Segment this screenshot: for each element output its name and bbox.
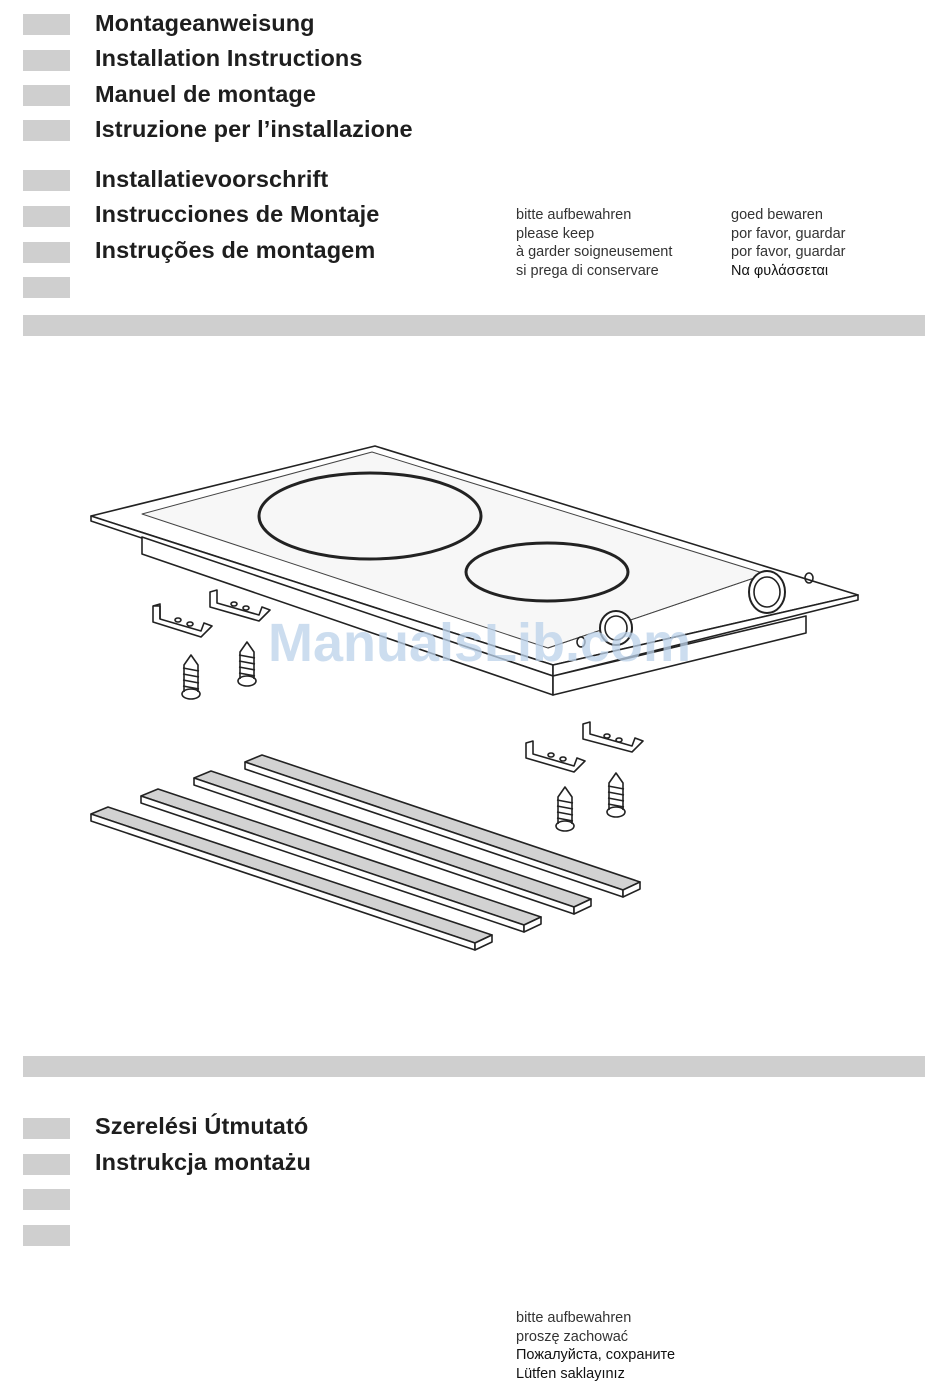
title-pt: Instruções de montagem — [95, 237, 376, 263]
cooking-zone-large — [257, 471, 483, 561]
language-tab — [23, 170, 70, 191]
screw — [181, 654, 201, 700]
title-es: Instrucciones de Montaje — [95, 201, 380, 227]
mounting-bracket — [152, 603, 213, 638]
sealing-strip — [193, 770, 592, 915]
language-tab — [23, 1118, 70, 1139]
keep-line: por favor, guardar — [731, 244, 846, 260]
sealing-strip — [140, 788, 542, 933]
keep-line: goed bewaren — [731, 207, 823, 223]
keep-line: Пожалуйста, сохраните — [516, 1347, 676, 1363]
language-tab — [23, 206, 70, 227]
language-tab — [23, 277, 70, 298]
control-knob — [748, 570, 786, 614]
cooking-zone-small — [464, 541, 630, 603]
keep-notice-right: goed bewaren por favor, guardar por favo… — [731, 206, 845, 280]
watermark: ManualsLib.com — [268, 613, 692, 673]
keep-notice-left: bitte aufbewahren please keep à garder s… — [516, 206, 672, 280]
hob-unit — [90, 445, 859, 696]
sealing-strip — [244, 754, 641, 898]
keep-line: por favor, guardar — [731, 225, 846, 242]
language-tab — [23, 50, 70, 71]
language-tab — [23, 1154, 70, 1175]
title-hu: Szerelési Útmutató — [95, 1113, 309, 1139]
keep-line: bitte aufbewahren — [516, 1310, 632, 1326]
separator-bar-top — [23, 315, 925, 336]
separator-bar-bottom — [23, 1056, 925, 1077]
screw — [237, 641, 257, 687]
keep-line: please keep — [516, 225, 595, 242]
keep-notice-bottom: bitte aufbewahren proszę zachować Пожалу… — [516, 1309, 675, 1383]
mounting-bracket — [209, 589, 271, 622]
mounting-bracket — [525, 740, 586, 773]
language-tab — [23, 1225, 70, 1246]
sealing-strip — [90, 806, 493, 951]
title-en: Installation Instructions — [95, 45, 363, 71]
keep-line: à garder soigneusement — [516, 244, 673, 260]
mounting-bracket — [582, 721, 644, 753]
keep-line: Lütfen saklayınız — [516, 1365, 625, 1382]
title-nl: Installatievoorschrift — [95, 166, 329, 192]
language-tab — [23, 242, 70, 263]
keep-line: bitte aufbewahren — [516, 207, 632, 223]
language-tab — [23, 120, 70, 141]
language-tab — [23, 14, 70, 35]
keep-line: si prega di conservare — [516, 262, 659, 279]
control-knob — [599, 610, 633, 646]
keep-line: Να φυλάσσεται — [731, 262, 829, 279]
screw — [555, 786, 575, 832]
title-pl: Instrukcja montażu — [95, 1149, 311, 1175]
keep-line: proszę zachować — [516, 1328, 629, 1345]
title-de: Montageanweisung — [95, 10, 315, 36]
title-it: Istruzione per l’installazione — [95, 116, 413, 142]
language-tab — [23, 1189, 70, 1210]
screw — [606, 772, 626, 818]
title-fr: Manuel de montage — [95, 81, 317, 107]
language-tab — [23, 85, 70, 106]
